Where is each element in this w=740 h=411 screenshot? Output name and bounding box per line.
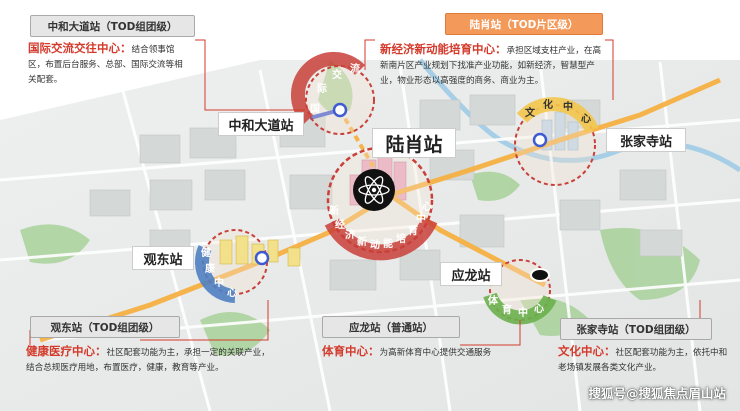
yinglong-tag: 应龙站（普通站）: [322, 316, 460, 338]
arc-wenhua: [516, 97, 599, 134]
station-marker-zhonghe: [332, 102, 348, 118]
guoji-char-4: 流: [350, 62, 360, 75]
xinjingji-char-2: 经: [335, 218, 345, 231]
station-label-luxiao: 陆肖站: [372, 128, 456, 158]
jiankang-char-2: 康: [205, 262, 216, 275]
station-label-yinglong: 应龙站: [440, 262, 502, 286]
atom-icon: [353, 169, 395, 211]
jiankang-char-3: 中: [214, 276, 224, 289]
zhangjiasi-description: 文化中心：社区配套功能为主，依托中和老场镇发展各类文化产业。: [558, 344, 730, 376]
arc-guoji: [290, 51, 366, 125]
xinjingji-char-7: 培: [396, 232, 406, 245]
jiankang-char-1: 健: [201, 246, 211, 259]
yinglong-body: 为高新体育中心提供交通服务: [379, 348, 492, 358]
arc-jiankang: [194, 245, 236, 303]
ring-char-labels: 国 际 交 流 文 化 中 心 新 经 济 新 动 能 培 育 中 心 健 康 …: [201, 62, 591, 319]
luxiao-tag: 陆肖站（TOD片区级）: [445, 13, 603, 35]
tiyu-char-2: 育: [502, 303, 512, 316]
guoji-char-2: 际: [317, 83, 327, 95]
zhonghe-body: 结合领事馆区，布置后台服务、总部、国际交流等相关配套。: [28, 45, 183, 85]
tiyu-char-4: 心: [534, 303, 544, 315]
xinjingji-char-1: 新: [329, 204, 339, 217]
station-label-zhonghe: 中和大道站: [218, 112, 304, 136]
building-blocks: [89, 94, 683, 291]
zhonghe-description: 国际交流交往中心：结合领事馆区，布置后台服务、总部、国际交流等相关配套。: [28, 41, 186, 88]
xinjingji-char-9: 中: [416, 212, 426, 225]
station-markers: [254, 102, 550, 282]
yinglong-heading: 体育中心：: [322, 344, 380, 358]
station-label-zhangjiasi: 张家寺站: [606, 128, 686, 152]
xinjingji-char-3: 济: [345, 228, 356, 241]
jiankang-char-4: 心: [227, 287, 237, 299]
xinjingji-char-4: 新: [357, 235, 367, 248]
ring-wenhua: [514, 104, 596, 186]
wenhua-char-4: 心: [581, 113, 591, 125]
luxiao-body: 承担区域支柱产业，在高新南片区产业规划下找准产业功能，如新经济，智慧型产业，物业…: [380, 46, 602, 86]
ring-guoji: [305, 65, 375, 135]
xinjingji-char-6: 能: [383, 237, 393, 250]
zhonghe-heading: 国际交流交往中心：: [28, 41, 132, 55]
zhangjiasi-heading: 文化中心：: [558, 344, 616, 358]
luxiao-heading: 新经济新动能培育中心：: [380, 42, 507, 56]
wenhua-char-3: 中: [563, 100, 573, 113]
station-marker-guandong: [254, 250, 270, 266]
tiyu-char-3: 中: [518, 306, 528, 319]
guoji-char-3: 交: [332, 68, 342, 81]
guandong-buildings: [219, 235, 301, 267]
guandong-description: 健康医疗中心：社区配套功能为主，承担一定的关联产业，结合总规医疗用地，布置医疗，…: [26, 344, 270, 376]
station-marker-yinglong: [530, 268, 550, 282]
station-marker-zhangjiasi: [532, 132, 548, 148]
guandong-tag: 观东站（TOD组团级）: [30, 316, 180, 338]
zhonghe-tag: 中和大道站（TOD组团级）: [30, 15, 195, 37]
guandong-body: 社区配套功能为主，承担一定的关联产业，结合总规医疗用地，布置医疗，健康，教育等产…: [26, 348, 270, 373]
metro-route: [39, 192, 547, 343]
watermark: 搜狐号@搜狐焦点眉山站: [588, 386, 726, 401]
station-label-guandong: 观东站: [132, 246, 194, 270]
wenhua-char-1: 文: [525, 106, 536, 119]
luxiao-description: 新经济新动能培育中心：承担区域支柱产业，在高新南片区产业规划下找准产业功能，如新…: [380, 42, 608, 89]
zhangjiasi-body: 社区配套功能为主，依托中和老场镇发展各类文化产业。: [558, 348, 728, 373]
wenhua-char-2: 化: [543, 98, 553, 111]
zhangjiasi-tag: 张家寺站（TOD组团级）: [560, 318, 712, 340]
guandong-heading: 健康医疗中心：: [26, 344, 107, 358]
xinjingji-char-8: 育: [408, 224, 418, 237]
tiyu-char-1: 体: [488, 294, 499, 307]
xinjingji-char-5: 动: [370, 238, 380, 251]
arc-tiyu: [483, 292, 557, 325]
yinglong-description: 体育中心：为高新体育中心提供交通服务: [322, 344, 522, 361]
arc-xinjingji: [324, 216, 438, 261]
metro-route-branch: [389, 77, 722, 198]
xinjingji-char-10: 心: [422, 201, 432, 213]
guoji-char-1: 国: [310, 103, 320, 115]
